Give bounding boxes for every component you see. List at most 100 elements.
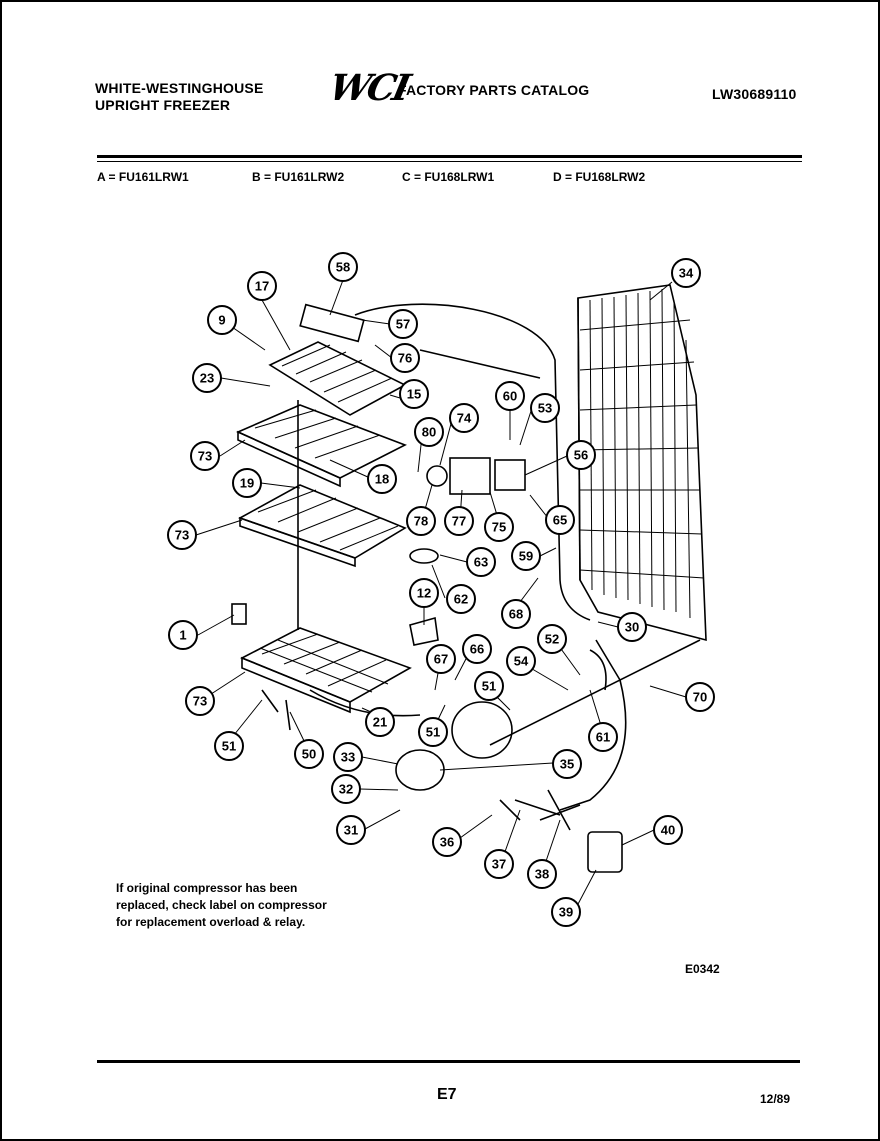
callout-35: 35 [552,749,582,779]
callout-50: 50 [294,739,324,769]
svg-text:40: 40 [661,823,675,838]
svg-text:19: 19 [240,476,254,491]
model-d: D = FU168LRW2 [553,170,646,184]
callout-56: 56 [566,440,596,470]
svg-text:68: 68 [509,607,523,622]
svg-text:52: 52 [545,632,559,647]
date-code: 12/89 [760,1092,791,1106]
shelf-2 [236,404,407,488]
callout-39: 39 [551,897,581,927]
callout-38: 38 [527,859,557,889]
callout-51: 51 [474,671,504,701]
callout-23: 23 [192,363,222,393]
svg-text:32: 32 [339,782,353,797]
callout-18: 18 [367,464,397,494]
callout-67: 67 [426,644,456,674]
svg-text:36: 36 [440,835,454,850]
callout-63: 63 [466,547,496,577]
callout-73-3: 73 [185,686,215,716]
svg-text:77: 77 [452,514,466,529]
compressor [395,749,445,791]
svg-text:75: 75 [492,520,506,535]
svg-text:37: 37 [492,857,506,872]
svg-text:50: 50 [302,747,316,762]
callout-73: 73 [190,441,220,471]
catalog-title: FACTORY PARTS CATALOG [398,82,590,98]
svg-text:51: 51 [482,679,496,694]
footer-rule [97,1060,800,1063]
callout-77: 77 [444,506,474,536]
model-b: B = FU161LRW2 [252,170,345,184]
callout-15: 15 [399,379,429,409]
svg-text:57: 57 [396,317,410,332]
callout-36: 36 [432,827,462,857]
svg-text:51: 51 [222,739,236,754]
svg-text:18: 18 [375,472,389,487]
callout-40: 40 [653,815,683,845]
callout-80: 80 [414,417,444,447]
header-rule-top [97,155,802,158]
callout-52: 52 [537,624,567,654]
svg-text:63: 63 [474,555,488,570]
svg-text:31: 31 [344,823,358,838]
leader-lines [195,279,687,907]
svg-text:17: 17 [255,279,269,294]
callout-19: 19 [232,468,262,498]
callout-65: 65 [545,505,575,535]
fan-motor-parts [499,799,561,821]
callout-62: 62 [446,584,476,614]
svg-text:9: 9 [218,313,225,328]
rail [489,639,701,746]
svg-text:73: 73 [193,694,207,709]
catalog-number: LW30689110 [712,86,797,102]
callout-73-2: 73 [167,520,197,550]
light-bulb [231,603,247,625]
svg-text:34: 34 [679,266,694,281]
callout-76: 76 [390,343,420,373]
model-a: A = FU161LRW1 [97,170,189,184]
callout-32: 32 [331,774,361,804]
callout-9: 9 [207,305,237,335]
callout-54: 54 [506,646,536,676]
callout-51-3: 51 [214,731,244,761]
callout-57: 57 [388,309,418,339]
svg-text:54: 54 [514,654,529,669]
svg-text:15: 15 [407,387,421,402]
callout-66: 66 [462,634,492,664]
svg-text:67: 67 [434,652,448,667]
model-c: C = FU168LRW1 [402,170,495,184]
accumulator [451,701,513,759]
svg-text:56: 56 [574,448,588,463]
callout-78: 78 [406,506,436,536]
callout-1: 1 [168,620,198,650]
screws [261,689,291,731]
refrigerant-tube [354,303,591,621]
condenser-line [559,639,627,811]
bottom-shelf-basket [240,627,412,714]
svg-text:23: 23 [200,371,214,386]
svg-text:74: 74 [457,411,472,426]
svg-text:76: 76 [398,351,412,366]
callout-60: 60 [495,381,525,411]
svg-text:61: 61 [596,730,610,745]
brand-line-1: WHITE-WESTINGHOUSE [95,80,264,96]
svg-text:12: 12 [417,586,431,601]
timer [494,459,526,491]
drain [589,649,607,691]
svg-text:53: 53 [538,401,552,416]
callout-34: 34 [671,258,701,288]
header-rule-bottom [97,161,802,162]
callout-59: 59 [511,541,541,571]
svg-text:66: 66 [470,642,484,657]
callout-74: 74 [449,403,479,433]
callout-70: 70 [685,682,715,712]
svg-text:39: 39 [559,905,573,920]
callout-21: 21 [365,707,395,737]
callout-51-2: 51 [418,717,448,747]
compressor-note: If original compressor has been replaced… [116,881,327,929]
svg-text:21: 21 [373,715,387,730]
page-number: E7 [437,1086,457,1103]
svg-text:70: 70 [693,690,707,705]
callout-31: 31 [336,815,366,845]
